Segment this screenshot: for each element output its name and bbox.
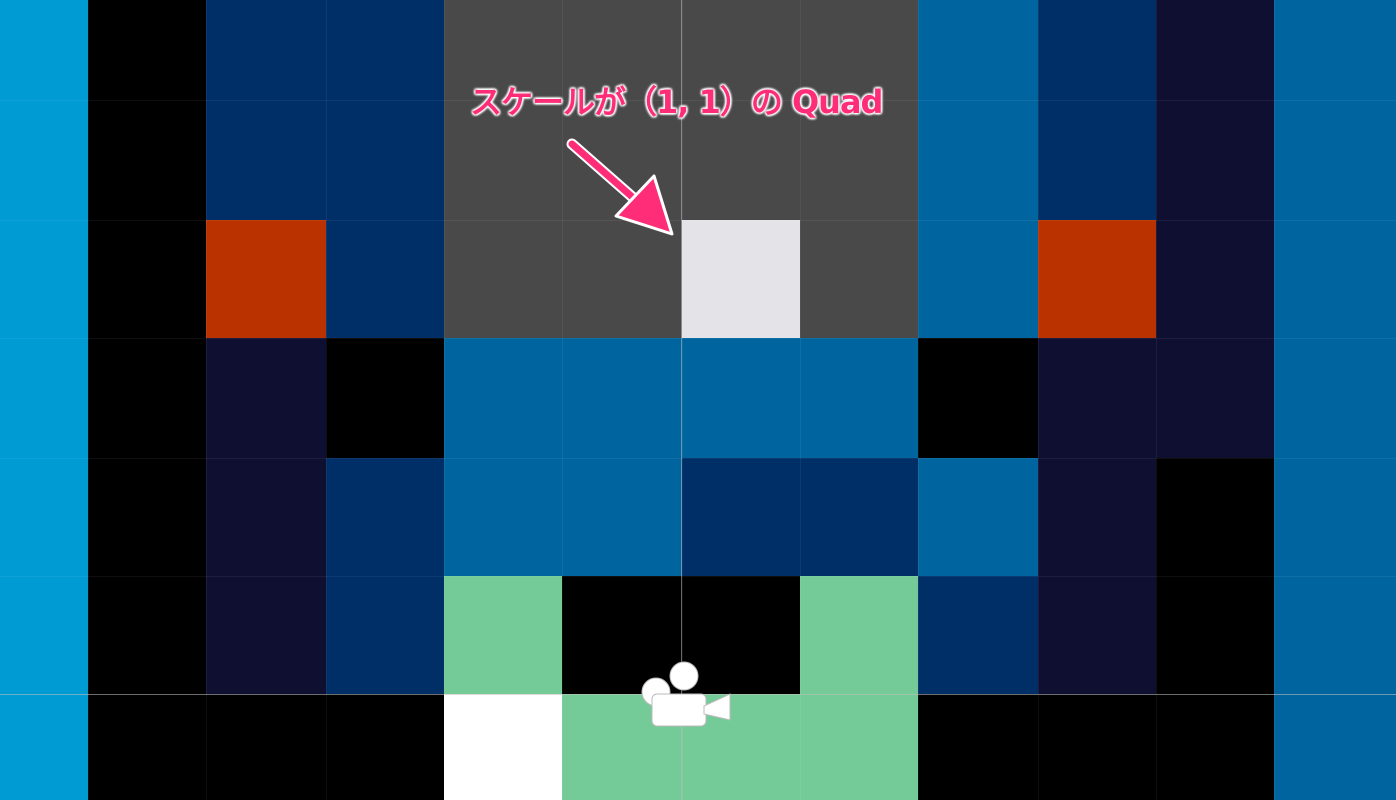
- scene-tile: [444, 338, 562, 458]
- scene-tile: [88, 576, 206, 694]
- scene-tile: [206, 100, 326, 220]
- scene-tile: [444, 0, 562, 100]
- scene-tile: [88, 338, 206, 458]
- scene-tile: [1038, 458, 1156, 576]
- scene-tile: [682, 338, 800, 458]
- scene-tile: [1156, 220, 1274, 338]
- scene-tile: [1274, 458, 1396, 576]
- scene-tile: [326, 100, 444, 220]
- scene-tile: [1038, 100, 1156, 220]
- scene-tile: [444, 100, 562, 220]
- scene-tile: [1274, 694, 1396, 800]
- scene-tile: [444, 220, 562, 338]
- scene-tile: [1156, 0, 1274, 100]
- scene-tile: [1274, 576, 1396, 694]
- scene-tile: [1274, 338, 1396, 458]
- scene-tile: [88, 220, 206, 338]
- scene-tile: [562, 338, 682, 458]
- scene-tile: [206, 338, 326, 458]
- scene-tile: [0, 0, 88, 100]
- scene-tile: [800, 458, 918, 576]
- scene-tile: [444, 694, 562, 800]
- scene-tile: [444, 576, 562, 694]
- scene-tile: [562, 576, 682, 694]
- scene-tile: [918, 100, 1038, 220]
- scene-tile: [1274, 100, 1396, 220]
- scene-tile: [206, 0, 326, 100]
- scene-tile: [206, 458, 326, 576]
- scene-tile: [682, 576, 800, 694]
- scene-tile: [562, 220, 682, 338]
- scene-tile: [1038, 220, 1156, 338]
- scene-tile: [1038, 576, 1156, 694]
- scene-tile: [1156, 458, 1274, 576]
- scene-tile: [0, 576, 88, 694]
- arrow-pointer-icon: [566, 138, 674, 236]
- scene-tile: [88, 100, 206, 220]
- scene-tile: [326, 576, 444, 694]
- scene-tile: [0, 100, 88, 220]
- scene-tile: [918, 694, 1038, 800]
- scene-tile: [1156, 694, 1274, 800]
- scene-tile: [562, 458, 682, 576]
- scene-tile: [1038, 694, 1156, 800]
- scene-tile: [800, 0, 918, 100]
- scene-tile: [800, 576, 918, 694]
- scene-tile: [1156, 576, 1274, 694]
- scene-tile: [918, 220, 1038, 338]
- scene-tile: [88, 458, 206, 576]
- scene-tile: [800, 220, 918, 338]
- scene-tile: [444, 458, 562, 576]
- scene-tile: [918, 458, 1038, 576]
- scene-tile: [682, 100, 800, 220]
- scene-tile: [918, 0, 1038, 100]
- scene-tile: [1038, 338, 1156, 458]
- scene-tile: [0, 458, 88, 576]
- scene-tile: [800, 100, 918, 220]
- scene-tile: [800, 338, 918, 458]
- scene-tile: [682, 0, 800, 100]
- scene-tile: [1156, 338, 1274, 458]
- scene-tile: [206, 220, 326, 338]
- scene-tile: [326, 0, 444, 100]
- scene-tile: [0, 338, 88, 458]
- scene-tile: [918, 338, 1038, 458]
- scene-tile: [1274, 0, 1396, 100]
- scene-tile: [1156, 100, 1274, 220]
- scene-tile: [800, 694, 918, 800]
- video-camera-icon[interactable]: [630, 656, 740, 736]
- scene-tile: [206, 694, 326, 800]
- scene-tile: [918, 576, 1038, 694]
- scene-tile: [1274, 220, 1396, 338]
- scene-tile: [0, 220, 88, 338]
- scene-tile: [326, 694, 444, 800]
- scene-tile: [326, 220, 444, 338]
- scene-tile: [0, 694, 88, 800]
- scene-tile: [88, 0, 206, 100]
- scene-tile: [1038, 0, 1156, 100]
- scene-tile: [88, 694, 206, 800]
- scene-tile: [562, 0, 682, 100]
- scene-tile: [326, 458, 444, 576]
- scene-tile: [682, 458, 800, 576]
- scene-tile: [206, 576, 326, 694]
- quad-tile: [682, 220, 800, 338]
- annotation-label: スケールが（1, 1）の Quad: [470, 83, 883, 121]
- scene-tile: [326, 338, 444, 458]
